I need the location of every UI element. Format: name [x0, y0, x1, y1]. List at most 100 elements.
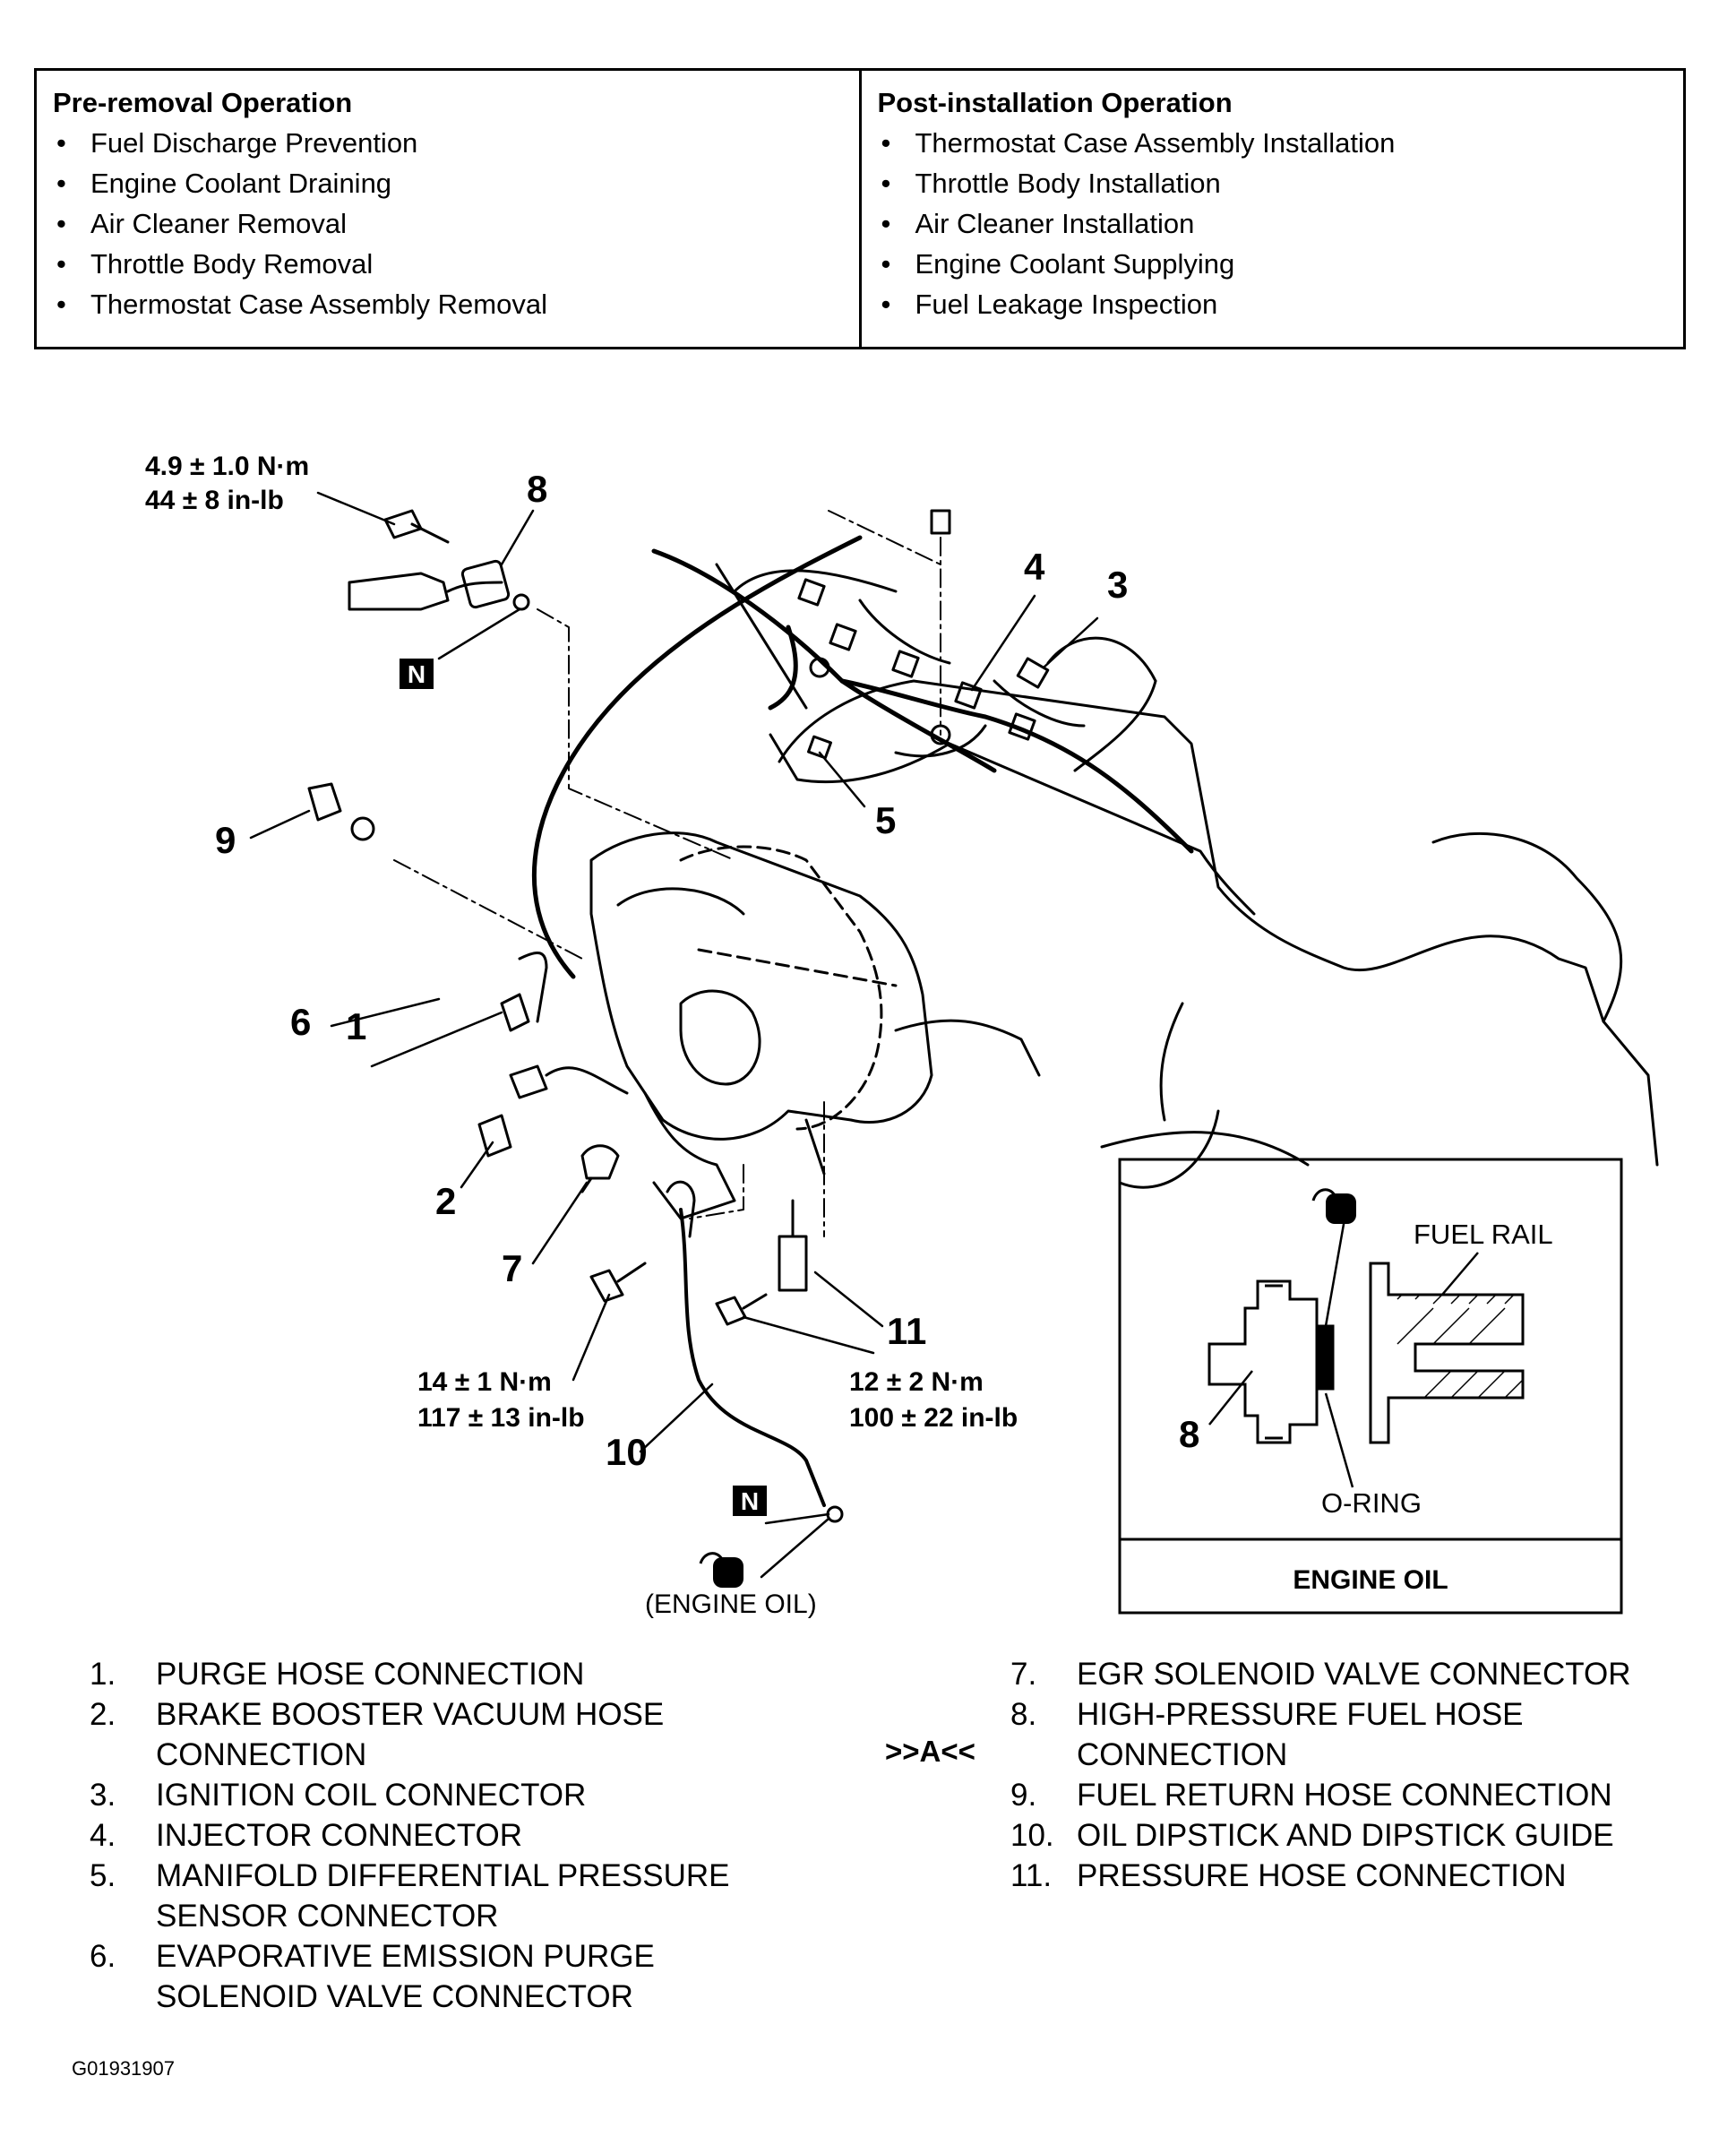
- leader-line: [818, 751, 866, 808]
- leader-line: [531, 1181, 589, 1265]
- injector-connector: [797, 578, 826, 607]
- bolt-icon: [930, 509, 951, 535]
- brake-booster-hose: [509, 1064, 548, 1099]
- wiring-harness: [839, 678, 1194, 854]
- leader-line: [1042, 616, 1099, 669]
- legend-text: PURGE HOSE CONNECTION: [156, 1657, 585, 1692]
- legend-item: 10. OIL DIPSTICK AND DIPSTICK GUIDE: [1010, 1815, 1709, 1856]
- engine-oil-note: (ENGINE OIL): [645, 1589, 817, 1619]
- wiring-harness: [1073, 679, 1157, 772]
- legend-text: EGR SOLENOID VALVE CONNECTOR: [1077, 1657, 1631, 1692]
- fuel-hose-assembly: [348, 572, 450, 611]
- legend-number: 6.: [90, 1939, 116, 1974]
- callout-6: 6: [290, 1001, 311, 1043]
- leader-line: [970, 594, 1036, 692]
- engine-block-outline: [1118, 1109, 1220, 1189]
- bolt-icon: [742, 1293, 768, 1310]
- purge-hose: [518, 951, 548, 1023]
- fuel-rail-label: FUEL RAIL: [1414, 1219, 1553, 1250]
- bolt-icon: [715, 1296, 747, 1326]
- legend-item: 4.INJECTOR CONNECTOR: [90, 1815, 770, 1856]
- post-installation-item: Fuel Leakage Inspection: [878, 284, 1668, 324]
- egr-solenoid-connector: [580, 1176, 593, 1193]
- bolt-icon: [383, 509, 423, 539]
- cylinder-head-outline: [769, 733, 1256, 916]
- post-installation-item: Throttle Body Installation: [878, 163, 1668, 203]
- leader-line: [249, 809, 311, 840]
- wiring-harness: [993, 679, 1086, 728]
- map-sensor-connector: [807, 735, 832, 760]
- callout-10: 10: [606, 1431, 648, 1473]
- oil-can-icon: [699, 1552, 743, 1588]
- callout-4: 4: [1024, 546, 1045, 588]
- leader-line: [1441, 1252, 1479, 1296]
- fuel-hose-bracket: [460, 559, 511, 609]
- legend-text: MANIFOLD DIFFERENTIAL PRESSURE SENSOR CO…: [156, 1858, 730, 1934]
- leader-line: [764, 1512, 830, 1525]
- assembly-line: [393, 859, 583, 960]
- leader-line: [460, 1141, 494, 1189]
- fuel-return-hose-clamp: [350, 816, 375, 841]
- injector-connector: [954, 681, 983, 710]
- fuel-rail-inset: ENGINE OIL FUEL RAIL O-RING 8: [1118, 1158, 1623, 1615]
- injector-connector: [829, 623, 857, 651]
- cylinder-head-outline: [1159, 1002, 1184, 1122]
- manifold-dashed-outline: [679, 845, 883, 1131]
- legend-number: 10.: [1010, 1818, 1054, 1853]
- legend-number: 7.: [1010, 1657, 1037, 1692]
- pre-removal-item: Air Cleaner Removal: [53, 203, 843, 244]
- pre-removal-item: Engine Coolant Draining: [53, 163, 843, 203]
- brake-booster-hose: [545, 1066, 629, 1095]
- engine-block-outline: [778, 679, 1659, 1167]
- pre-removal-item: Fuel Discharge Prevention: [53, 123, 843, 163]
- legend-item: 5. MANIFOLD DIFFERENTIAL PRESSURE SENSOR …: [90, 1856, 770, 1936]
- leader-line: [370, 1011, 503, 1068]
- figure-id: G01931907: [72, 2057, 175, 2080]
- legend-number: 11.: [1010, 1858, 1053, 1893]
- leader-line: [742, 1315, 875, 1355]
- o-ring-seal: [1315, 1324, 1335, 1391]
- wiring-harness: [858, 599, 951, 665]
- legend-number: 4.: [90, 1818, 116, 1853]
- legend-text: OIL DIPSTICK AND DIPSTICK GUIDE: [1077, 1818, 1614, 1853]
- brake-booster-hose: [477, 1114, 512, 1158]
- torque-label-nm: 14 ± 1 N·m: [417, 1367, 552, 1397]
- wiring-harness: [733, 569, 898, 593]
- legend-number: 8.: [1010, 1697, 1037, 1732]
- engine-block-outline: [1100, 1131, 1310, 1167]
- leader-line: [316, 491, 396, 526]
- legend-text: EVAPORATIVE EMISSION PURGE SOLENOID VALV…: [156, 1939, 655, 2014]
- intake-manifold-outline: [679, 989, 761, 1086]
- torque-label-nm: 4.9 ± 1.0 N·m: [145, 452, 309, 481]
- assembly-line: [689, 1164, 744, 1219]
- torque-label-inlb: 100 ± 22 in-lb: [849, 1403, 1018, 1433]
- leader-line: [1324, 1392, 1354, 1488]
- legend-number: 1.: [90, 1657, 116, 1692]
- torque-label-nm: 12 ± 2 N·m: [849, 1367, 984, 1397]
- legend-text: FUEL RETURN HOSE CONNECTION: [1077, 1778, 1612, 1813]
- fuel-rail-hatch: [1397, 1294, 1524, 1399]
- pre-removal-column: Pre-removal Operation Fuel Discharge Pre…: [37, 71, 859, 347]
- injector-connector: [1008, 712, 1036, 741]
- post-installation-item: Thermostat Case Assembly Installation: [878, 123, 1668, 163]
- pre-removal-list: Fuel Discharge Prevention Engine Coolant…: [53, 123, 843, 324]
- callout-3: 3: [1107, 564, 1128, 606]
- ignition-coil-connector: [1016, 657, 1050, 689]
- bolt-icon: [410, 522, 450, 544]
- operations-table: Pre-removal Operation Fuel Discharge Pre…: [34, 68, 1686, 349]
- parts-legend-left: 1.PURGE HOSE CONNECTION 2.BRAKE BOOSTER …: [90, 1654, 770, 2017]
- pre-removal-item: Throttle Body Removal: [53, 244, 843, 284]
- callout-1: 1: [346, 1005, 366, 1047]
- injector-connector: [891, 650, 920, 678]
- pre-removal-item: Thermostat Case Assembly Removal: [53, 284, 843, 324]
- legend-item: 11.PRESSURE HOSE CONNECTION: [1010, 1856, 1709, 1896]
- egr-solenoid-connector: [580, 1144, 620, 1180]
- o-ring-icon: [512, 593, 530, 611]
- leader-line: [813, 1271, 884, 1328]
- o-ring-label: O-RING: [1321, 1487, 1422, 1519]
- harness-grommet: [809, 657, 830, 678]
- assembly-line: [537, 608, 735, 861]
- legend-text: HIGH-PRESSURE FUEL HOSE CONNECTION: [1077, 1697, 1524, 1772]
- legend-number: 5.: [90, 1858, 116, 1893]
- callout-5: 5: [875, 799, 896, 841]
